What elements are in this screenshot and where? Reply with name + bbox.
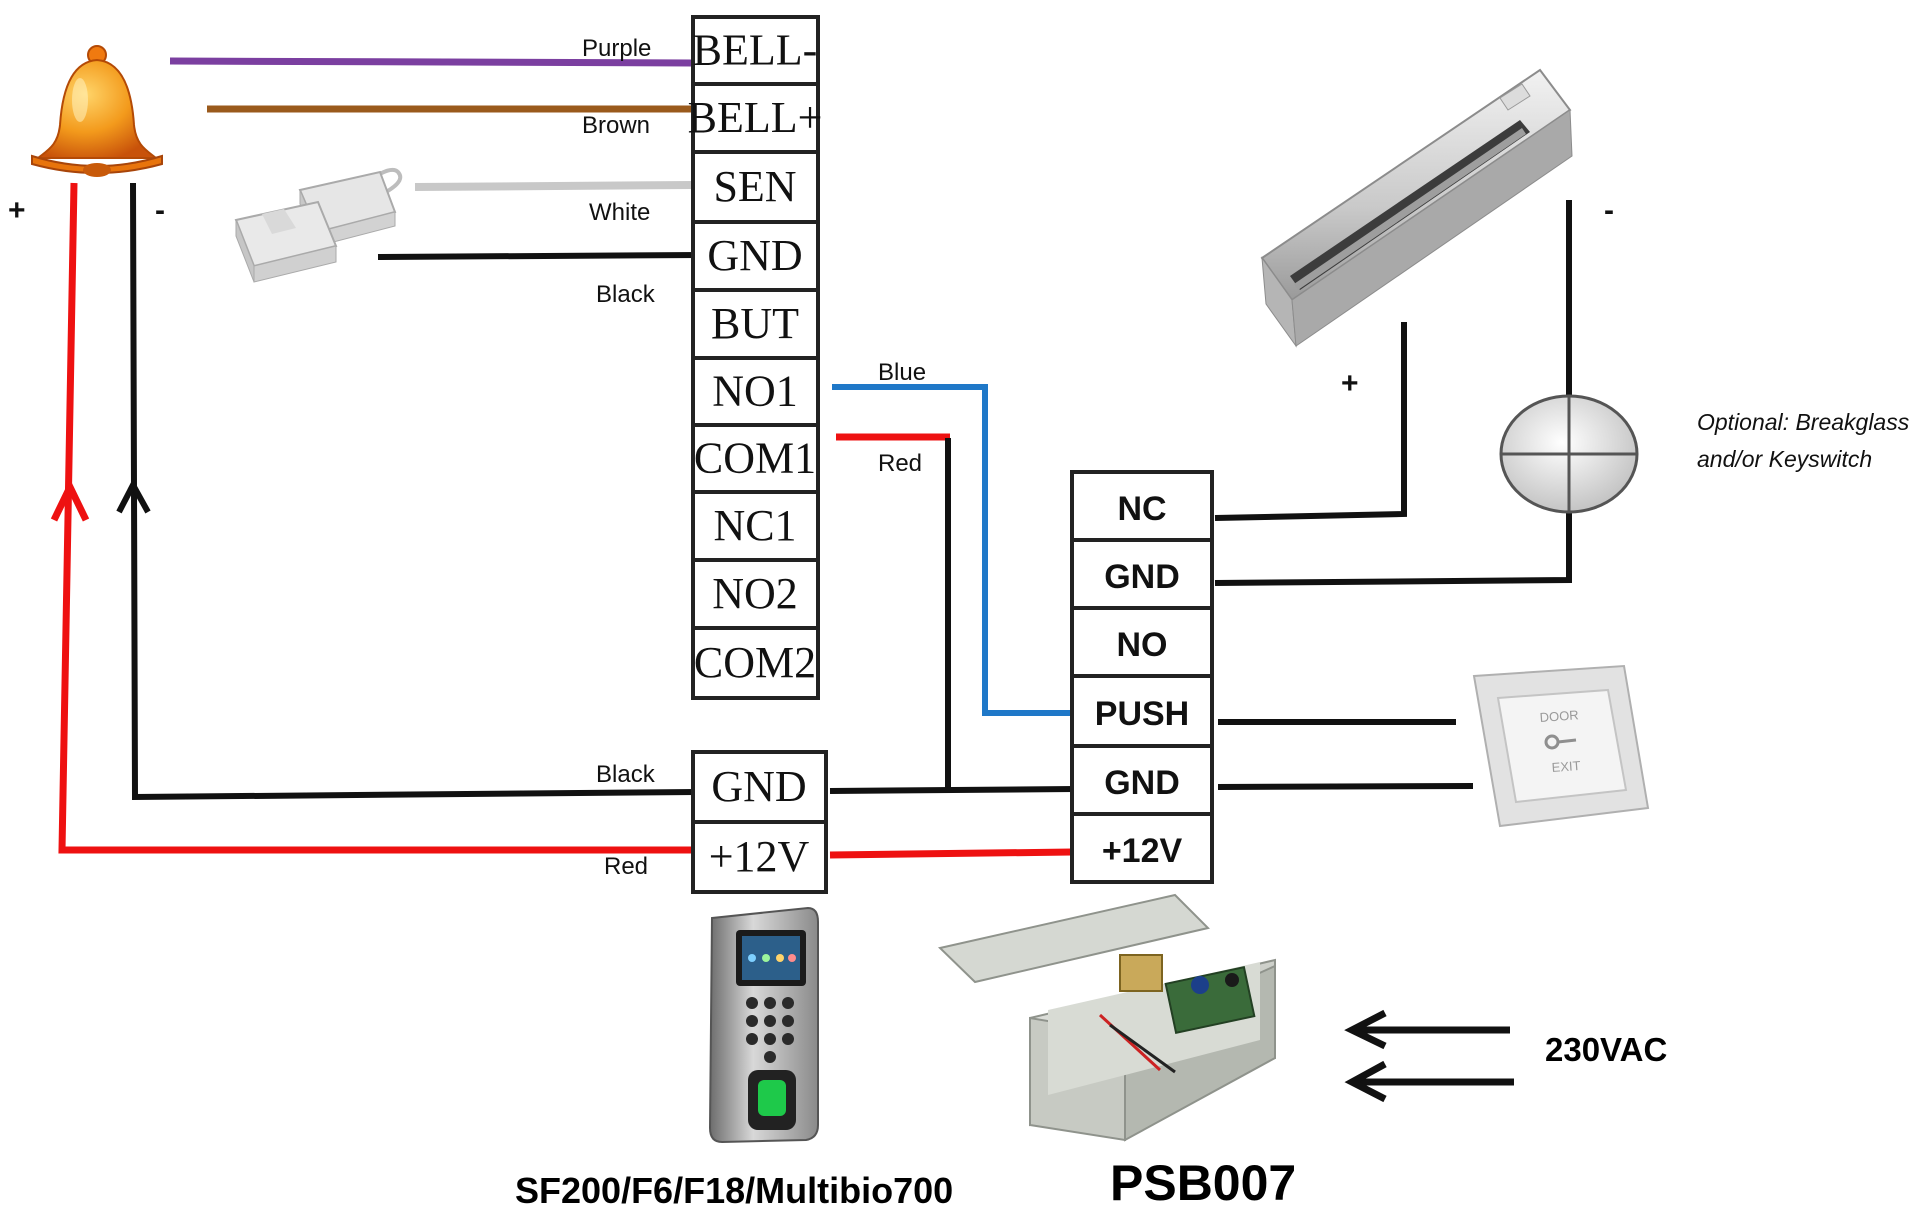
controller-terminal-bellminus-0: BELL- xyxy=(691,15,820,86)
label-red-power: Red xyxy=(604,853,648,880)
controller-terminal-nc1-7: NC1 xyxy=(691,490,820,562)
power-supply-box-icon xyxy=(937,893,1276,1142)
breakglass-icon xyxy=(1499,394,1639,514)
psu-terminal-strip: NC GND NO PUSH GND +12V xyxy=(1070,470,1214,884)
controller-terminal-box xyxy=(691,15,820,86)
psu-terminal-box xyxy=(1070,538,1214,610)
controller-terminal-box xyxy=(691,423,820,494)
label-black-sensor: Black xyxy=(596,281,656,308)
polarity-marks: + - + - xyxy=(8,194,1614,400)
controller-terminal-label: COM2 xyxy=(694,638,816,687)
controller-power-terminal-box xyxy=(691,820,828,894)
psu-terminal-box xyxy=(1070,674,1214,748)
controller-terminal-label: NO2 xyxy=(712,569,798,618)
wire-purple xyxy=(169,57,694,67)
controller-terminal-label: BUT xyxy=(711,299,799,348)
psu-terminal-label: GND xyxy=(1104,558,1180,596)
psu-terminal-gnd-4: GND xyxy=(1070,744,1214,816)
arrowhead-black xyxy=(116,478,151,514)
controller-power-terminal-plus12v-1: +12V xyxy=(691,820,828,894)
controller-terminal-box xyxy=(691,150,820,224)
controller-terminal-box xyxy=(691,288,820,360)
bell-minus-mark: - xyxy=(155,194,165,227)
psu-terminal-push-3: PUSH xyxy=(1070,674,1214,748)
psu-terminal-label: NC xyxy=(1117,490,1166,528)
wire-nc-lock xyxy=(1214,322,1407,521)
label-red-com1: Red xyxy=(878,450,922,477)
controller-terminal-label: NO1 xyxy=(712,367,798,416)
psu-terminal-label: NO xyxy=(1117,626,1168,664)
bell-plus-mark: + xyxy=(8,194,26,227)
label-white: White xyxy=(589,199,650,226)
arrowhead-red xyxy=(50,478,90,522)
controller-terminal-label: BELL- xyxy=(693,26,818,75)
wire-black-gnd-bus xyxy=(829,786,1076,794)
controller-terminal-but-4: BUT xyxy=(691,288,820,360)
lock-minus-mark: - xyxy=(1604,194,1614,227)
wire-gnd-lock xyxy=(1214,200,1572,586)
exit-button-door-text: DOOR xyxy=(1539,707,1579,725)
psu-terminal-nc-0: NC xyxy=(1070,470,1214,542)
psu-terminal-no-2: NO xyxy=(1070,606,1214,678)
wire-red-12v xyxy=(829,848,1073,859)
label-black-power: Black xyxy=(596,761,656,788)
psu-terminal-box xyxy=(1070,812,1214,884)
psu-terminal-box xyxy=(1070,606,1214,678)
controller-terminal-box xyxy=(691,220,820,292)
psu-terminal-plus12v-5: +12V xyxy=(1070,812,1214,884)
wire-black-bell xyxy=(130,182,697,801)
lock-plus-mark: + xyxy=(1341,367,1359,400)
controller-terminal-label: NC1 xyxy=(713,501,796,550)
controller-terminal-no1-5: NO1 xyxy=(691,356,820,427)
wire-black-sensor xyxy=(377,252,701,260)
wire-blue xyxy=(832,384,1075,716)
controller-terminal-bellplus-1: BELL+ xyxy=(688,82,823,154)
controller-terminal-label: COM1 xyxy=(694,434,816,483)
wire-white xyxy=(414,181,694,191)
door-sensor-icon xyxy=(234,167,403,283)
controller-terminal-label: BELL+ xyxy=(688,93,823,142)
controller-model-label: SF200/F6/F18/Multibio700 xyxy=(515,1170,953,1205)
psu-terminal-label: GND xyxy=(1104,764,1180,802)
controller-terminal-label: GND xyxy=(707,231,802,280)
controller-terminal-com1-6: COM1 xyxy=(691,423,820,494)
psu-terminal-label: +12V xyxy=(1102,832,1183,870)
controller-power-terminal-label: GND xyxy=(711,762,806,811)
breakglass-note-line2: and/or Keyswitch xyxy=(1697,446,1872,472)
exit-button-exit-text: EXIT xyxy=(1551,758,1581,775)
psu-model-label: PSB007 xyxy=(1110,1155,1296,1205)
psu-terminal-label: PUSH xyxy=(1095,695,1189,733)
magnetic-lock-icon xyxy=(1260,68,1573,348)
label-brown: Brown xyxy=(582,112,650,139)
label-purple: Purple xyxy=(582,35,651,62)
wire-red-bell xyxy=(58,182,696,854)
ac-arrow-1-head xyxy=(1344,1009,1387,1050)
exit-button-icon: DOOR EXIT xyxy=(1472,664,1650,828)
controller-terminal-label: SEN xyxy=(713,162,796,211)
controller-terminal-com2-9: COM2 xyxy=(691,626,820,700)
controller-terminal-no2-8: NO2 xyxy=(691,558,820,630)
input-label: 230VAC xyxy=(1545,1031,1667,1068)
psu-terminal-gnd-1: GND xyxy=(1070,538,1214,610)
controller-terminal-sen-2: SEN xyxy=(691,150,820,224)
breakglass-note-line1: Optional: Breakglass xyxy=(1697,409,1910,435)
wire-gnd-exit xyxy=(1217,783,1474,790)
wire-labels: Purple Brown White Black Blue Red Black … xyxy=(582,35,926,880)
psu-terminal-box xyxy=(1070,744,1214,816)
ac-arrow-2-head xyxy=(1344,1060,1387,1103)
controller-power-terminal-gnd-0: GND xyxy=(691,750,828,824)
controller-power-terminal-box xyxy=(691,750,828,824)
wires xyxy=(50,57,1572,1103)
controller-terminal-gnd-3: GND xyxy=(691,220,820,292)
bell-icon xyxy=(31,45,163,177)
controller-power-terminals: GND +12V xyxy=(691,750,828,894)
controller-power-terminal-label: +12V xyxy=(709,832,810,881)
controller-terminal-box xyxy=(691,626,820,700)
fingerprint-reader-icon xyxy=(708,906,819,1144)
label-blue: Blue xyxy=(878,359,926,386)
